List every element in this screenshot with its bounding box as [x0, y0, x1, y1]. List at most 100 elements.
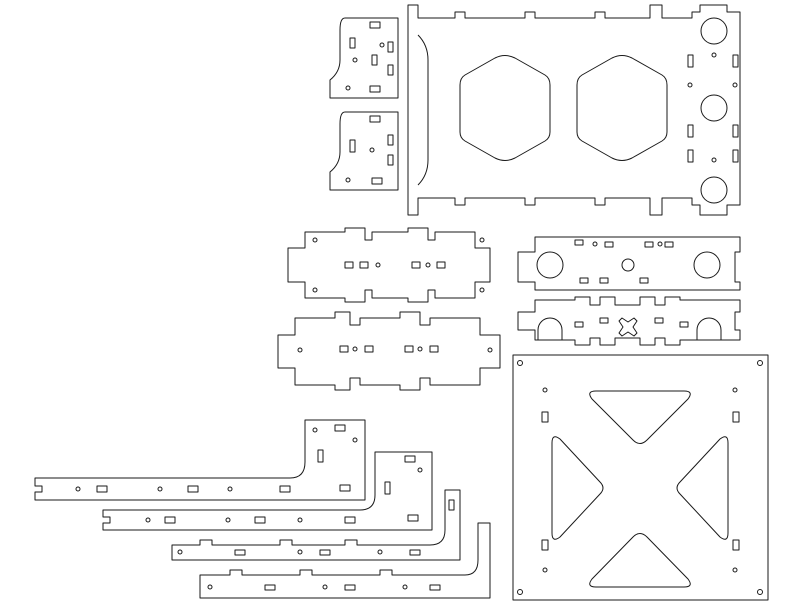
- slot-hole: [644, 241, 654, 248]
- slot-hole: [407, 514, 419, 522]
- triangle-cutout: [551, 436, 604, 540]
- screw-hole: [542, 387, 548, 393]
- screw-hole: [225, 517, 231, 523]
- screw-hole: [227, 486, 233, 492]
- slot-hole: [319, 549, 331, 556]
- bed-plate: [512, 354, 769, 601]
- screw-hole: [417, 467, 423, 473]
- arm-outline: [171, 489, 461, 561]
- slot-hole: [687, 124, 694, 138]
- slot-hole: [679, 321, 689, 328]
- corner-hole: [517, 360, 523, 366]
- plate-outline: [277, 311, 501, 391]
- screw-hole: [479, 287, 485, 293]
- plate-outline: [512, 354, 769, 601]
- slot-hole: [409, 549, 421, 556]
- l-arm-1: [34, 419, 366, 501]
- l-arm-4: [199, 522, 491, 599]
- slot-hole: [317, 449, 324, 463]
- screw-hole: [297, 549, 303, 555]
- carriage-plate-lower: [277, 311, 501, 391]
- screw-hole: [687, 82, 693, 88]
- small-plate-top: [329, 17, 399, 99]
- screw-hole: [369, 147, 375, 153]
- slot-hole: [541, 411, 549, 423]
- triangle-cutout: [589, 390, 691, 444]
- slot-hole: [344, 516, 356, 524]
- slot-hole: [654, 317, 664, 324]
- screw-hole: [479, 237, 485, 243]
- screw-hole: [377, 549, 383, 555]
- screw-hole: [711, 157, 717, 163]
- slot-hole: [574, 239, 584, 246]
- plate-outline: [329, 111, 399, 191]
- slot-hole: [96, 485, 108, 493]
- screw-hole: [732, 387, 738, 393]
- l-arm-3: [171, 489, 461, 561]
- slot-hole: [364, 345, 374, 353]
- slot-hole: [334, 424, 346, 432]
- slot-hole: [264, 584, 276, 591]
- slot-hole: [387, 134, 394, 146]
- screw-hole: [487, 347, 493, 353]
- slot-hole: [404, 455, 416, 463]
- screw-hole: [417, 346, 423, 352]
- plate-outline: [517, 236, 741, 291]
- slot-hole: [234, 549, 246, 556]
- bearing-hole: [536, 251, 564, 279]
- plate-outline: [329, 17, 399, 99]
- screw-hole: [425, 262, 431, 268]
- slot-hole: [339, 484, 351, 492]
- slot-hole: [429, 584, 441, 591]
- slot-hole: [344, 261, 354, 269]
- slot-hole: [187, 485, 199, 493]
- plate-outline: [517, 296, 741, 346]
- slot-hole: [732, 539, 740, 551]
- small-plate-bottom: [329, 111, 399, 191]
- slot-hole: [371, 177, 383, 185]
- screw-hole: [312, 427, 318, 433]
- slot-hole: [687, 149, 694, 163]
- slot-hole: [279, 485, 291, 493]
- bearing-hole: [700, 17, 728, 45]
- screw-hole: [312, 287, 318, 293]
- slot-hole: [404, 345, 414, 353]
- screw-hole: [375, 262, 381, 268]
- screw-hole: [402, 584, 408, 590]
- semicircle-cutout: [696, 317, 722, 340]
- slot-hole: [436, 261, 446, 269]
- slot-hole: [164, 516, 176, 524]
- slot-hole: [349, 37, 356, 49]
- slot-hole: [359, 261, 369, 269]
- bearing-hole: [700, 94, 728, 122]
- slot-hole: [664, 241, 674, 248]
- slot-hole: [387, 41, 394, 53]
- screw-hole: [322, 584, 328, 590]
- slot-hole: [732, 149, 739, 163]
- screw-hole: [352, 437, 358, 443]
- slot-hole: [384, 481, 391, 495]
- main-frame-plate: [407, 4, 741, 216]
- screw-hole: [345, 85, 351, 91]
- screw-hole: [732, 82, 738, 88]
- clamp-plate: [517, 296, 741, 346]
- corner-hole: [757, 360, 763, 366]
- screw-hole: [207, 584, 213, 590]
- slot-hole: [579, 277, 589, 284]
- triangle-cutout: [589, 533, 691, 588]
- l-arm-2: [102, 451, 433, 531]
- screw-hole: [732, 567, 738, 573]
- corner-hole: [517, 589, 523, 595]
- slot-hole: [429, 345, 439, 353]
- screw-hole: [297, 517, 303, 523]
- bearing-hole: [700, 176, 728, 204]
- screw-hole: [177, 549, 183, 555]
- slot-hole: [604, 241, 614, 248]
- screw-hole: [592, 241, 598, 247]
- screw-hole: [379, 42, 385, 48]
- slot-hole: [369, 85, 381, 93]
- hexagon-cutout: [576, 55, 668, 161]
- corner-hole: [757, 589, 763, 595]
- slot-hole: [599, 317, 609, 324]
- screw-hole: [157, 486, 163, 492]
